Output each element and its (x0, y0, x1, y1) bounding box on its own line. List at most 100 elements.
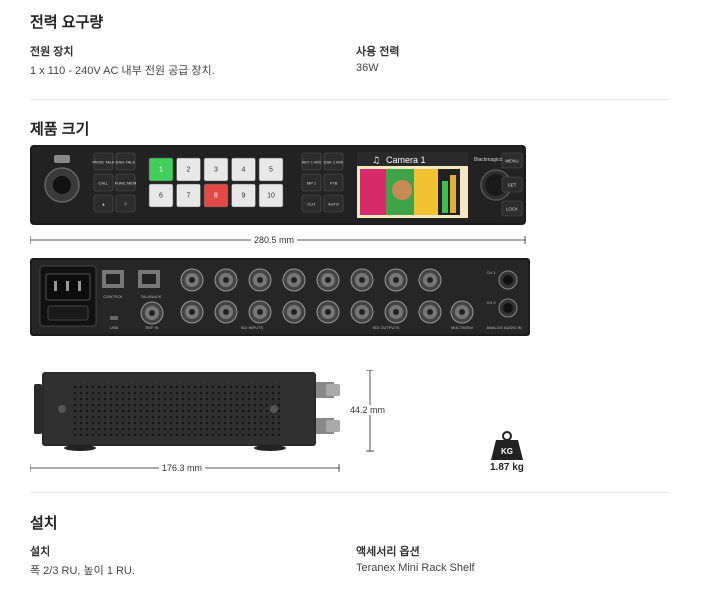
bnc-connector (248, 268, 272, 292)
menu-button: MENU (501, 152, 523, 169)
source-button-3: 3 (203, 157, 229, 182)
svg-text:KEY 1 MIX: KEY 1 MIX (302, 160, 322, 165)
svg-text:ENG TALK: ENG TALK (116, 160, 136, 165)
svg-text:5: 5 (269, 167, 273, 174)
svg-text:3: 3 (214, 167, 218, 174)
rear-port-label: MULTIVIEW (451, 325, 473, 330)
source-button-4: 4 (231, 157, 256, 182)
panel-button: ▽ (115, 194, 136, 213)
side-view-image (34, 372, 340, 451)
panel-button: KEY 1 MIX (301, 152, 322, 171)
menu-button-group: MENU SET LOCK (501, 152, 523, 217)
bnc-connector (180, 268, 204, 292)
source-button-1: 1 (148, 157, 174, 182)
source-button-7: 7 (176, 183, 201, 208)
rear-port-label: CH 2 (486, 300, 496, 305)
front-width-label: 280.5 mm (251, 235, 298, 245)
bnc-connector (350, 268, 374, 292)
svg-text:7: 7 (187, 193, 191, 200)
power-section-title: 전력 요구량 (30, 14, 104, 31)
power-consumption-value: 36W (356, 62, 379, 74)
svg-text:AUTO: AUTO (328, 202, 339, 207)
svg-text:SET: SET (508, 183, 517, 188)
panel-button: CUT (301, 194, 322, 213)
svg-text:2: 2 (187, 167, 191, 174)
bnc-connector (316, 300, 340, 324)
bnc-connector (214, 268, 238, 292)
rear-port-label: SDI OUTPUTS (373, 325, 400, 330)
rear-panel-image: CONTROL TALKBACK USB REF IN SDI INPUTS SDI OU… (30, 258, 530, 336)
panel-button: ▲ (93, 194, 114, 213)
accessory-label: 액세서리 옵션 (356, 546, 420, 558)
svg-text:♫: ♫ (372, 156, 380, 166)
source-button-10: 10 (258, 183, 284, 208)
panel-button: AUTO (323, 194, 344, 213)
svg-text:MENU: MENU (505, 159, 518, 164)
rear-port-label: TALKBACK (141, 294, 162, 299)
svg-text:6: 6 (159, 193, 163, 200)
power-supply-value: 1 x 110 - 240V AC 내부 전원 공급 장치. (30, 65, 215, 77)
source-button-8: 8 (203, 183, 229, 208)
screen-title: Camera 1 (386, 155, 426, 165)
source-button-2: 2 (176, 157, 201, 182)
accessory-value: Teranex Mini Rack Shelf (356, 562, 475, 574)
svg-text:▲: ▲ (102, 202, 106, 207)
svg-text:LOCK: LOCK (506, 207, 518, 212)
svg-text:▽: ▽ (124, 202, 128, 207)
svg-text:CUT: CUT (307, 202, 316, 207)
height-label: 44.2 mm (347, 405, 389, 415)
menu-button: LOCK (501, 200, 523, 217)
bnc-connector (316, 268, 340, 292)
power-consumption-label: 사용 전력 (356, 46, 400, 58)
bnc-connector (282, 268, 306, 292)
bnc-connector (350, 300, 374, 324)
bnc-connector (384, 300, 408, 324)
rear-port-label: SDI INPUTS (241, 325, 264, 330)
bnc-connector (384, 268, 408, 292)
rear-port-label: REF IN (145, 325, 158, 330)
menu-button: SET (501, 176, 523, 193)
svg-text:9: 9 (242, 193, 246, 200)
weight-label: 1.87 kg (490, 462, 524, 473)
svg-text:4: 4 (242, 167, 246, 174)
svg-text:FUNC MEM: FUNC MEM (115, 181, 137, 186)
svg-text:DSK 1 MIX: DSK 1 MIX (324, 160, 344, 165)
bnc-connector (418, 268, 442, 292)
rear-port-label: CONTROL (103, 294, 123, 299)
panel-button: FUNC MEM (115, 173, 137, 192)
weight-badge-text: KG (501, 447, 513, 456)
divider (30, 99, 670, 100)
panel-button: PROD TALK (92, 152, 115, 171)
rear-port-label: USB (110, 325, 119, 330)
svg-text:CALL: CALL (98, 181, 109, 186)
panel-button: FTB (323, 173, 344, 192)
install-section-title: 설치 (30, 515, 58, 532)
rear-port-label: CH 1 (486, 270, 496, 275)
panel-button: DSK 1 MIX (324, 152, 344, 171)
svg-text:10: 10 (267, 193, 275, 200)
svg-text:8: 8 (214, 193, 218, 200)
svg-text:1: 1 (159, 167, 163, 174)
source-button-6: 6 (148, 183, 174, 208)
bnc-connector (214, 300, 238, 324)
install-label: 설치 (30, 546, 51, 558)
source-button-9: 9 (231, 183, 256, 208)
panel-button: CALL (93, 173, 114, 192)
panel-button: MP 1 (301, 173, 322, 192)
panel-button: ENG TALK (115, 152, 136, 171)
bnc-connector (282, 300, 306, 324)
power-supply-label: 전원 장치 (30, 46, 74, 58)
bnc-connector (248, 300, 272, 324)
svg-text:PROD TALK: PROD TALK (92, 160, 115, 165)
bnc-connector (450, 300, 474, 324)
svg-text:MP 1: MP 1 (307, 181, 317, 186)
bnc-connector (180, 300, 204, 324)
weight-icon: KG (491, 431, 523, 460)
bnc-connector (140, 301, 164, 325)
divider (30, 492, 670, 493)
depth-label: 176.3 mm (159, 463, 206, 473)
svg-text:FTB: FTB (330, 181, 338, 186)
install-value: 폭 2/3 RU, 높이 1 RU. (30, 565, 135, 577)
source-button-5: 5 (258, 157, 284, 182)
